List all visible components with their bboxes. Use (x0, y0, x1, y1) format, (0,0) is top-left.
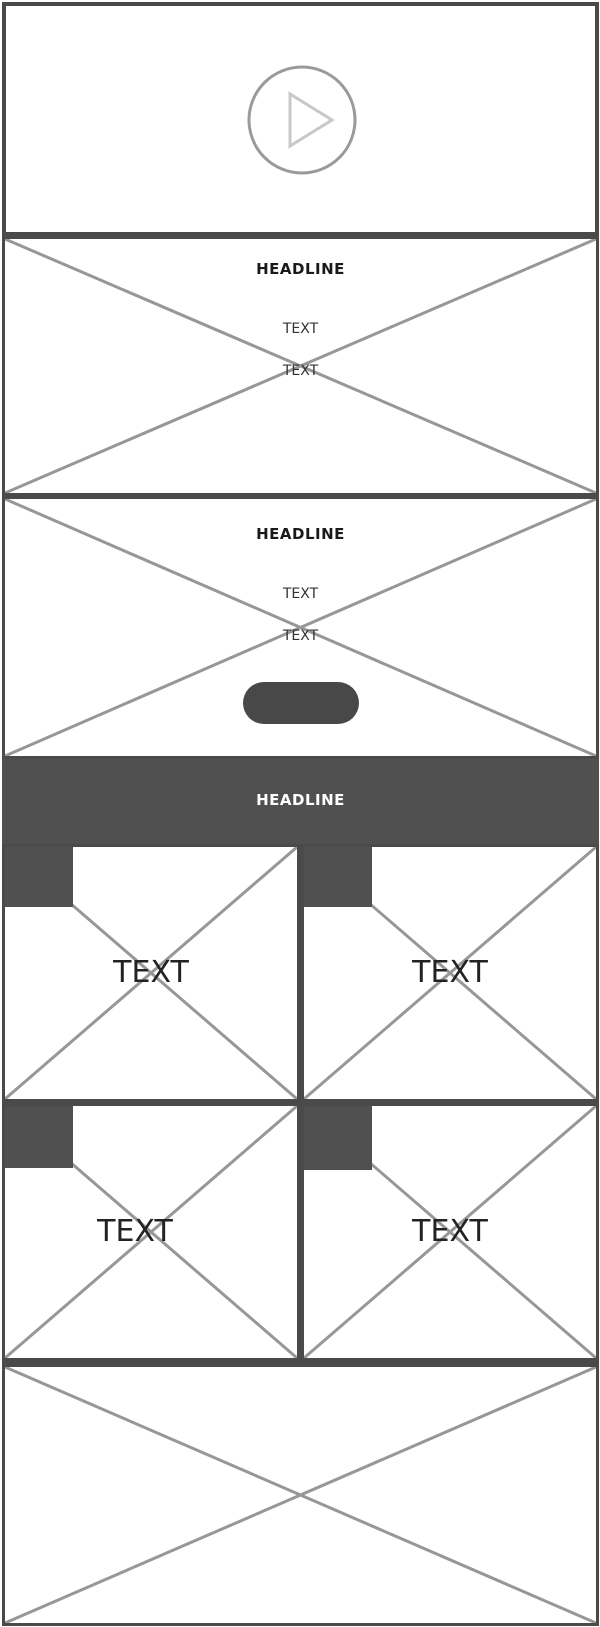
card[interactable]: TEXT (304, 1106, 596, 1358)
hero-headline: HEADLINE (256, 525, 345, 543)
play-circle-icon[interactable] (246, 64, 358, 176)
card-label: TEXT (412, 1214, 488, 1249)
hero-headline: HEADLINE (256, 260, 345, 278)
card[interactable]: TEXT (304, 847, 596, 1099)
card-label: TEXT (113, 955, 189, 990)
footer-image-placeholder (2, 1364, 599, 1626)
hero-text-2: TEXT (282, 628, 319, 644)
image-placeholder-cross (5, 499, 596, 756)
card[interactable]: TEXT (5, 1106, 297, 1358)
video-placeholder[interactable] (2, 2, 599, 236)
hero-image-section-1: HEADLINE TEXT TEXT (2, 236, 599, 496)
card-tag (304, 847, 372, 907)
hero-text-1: TEXT (282, 321, 319, 337)
hero-image-section-2: HEADLINE TEXT TEXT (2, 496, 599, 759)
card-tag (5, 847, 73, 907)
hero-text-2: TEXT (282, 363, 319, 379)
grid-header-band: HEADLINE (2, 759, 599, 844)
hero-text-1: TEXT (282, 586, 319, 602)
cta-button[interactable] (243, 682, 359, 724)
card-label: TEXT (97, 1214, 173, 1249)
image-placeholder-cross (5, 1367, 596, 1623)
card-tag (5, 1106, 73, 1168)
grid-headline: HEADLINE (256, 791, 345, 809)
card-label: TEXT (412, 955, 488, 990)
card-tag (304, 1106, 372, 1170)
image-placeholder-cross (5, 239, 596, 493)
card[interactable]: TEXT (5, 847, 297, 1099)
